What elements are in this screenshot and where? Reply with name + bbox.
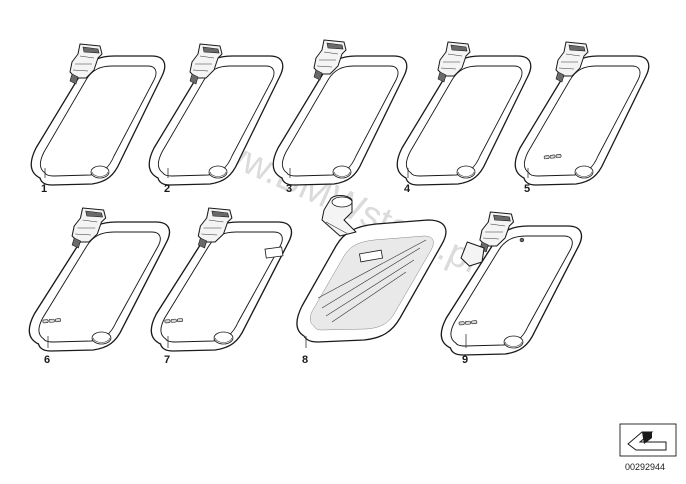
mirror-8: [296, 195, 447, 343]
mirror-6: [28, 207, 171, 352]
mirror-1: [30, 43, 166, 186]
callout-9: 9: [462, 354, 468, 366]
callout-2: 2: [164, 183, 170, 195]
callout-4: 4: [404, 183, 411, 195]
figure-number: 00292944: [625, 462, 665, 472]
mirror-7: [150, 207, 293, 352]
callout-8: 8: [302, 354, 308, 366]
angle-arrow-icon: [619, 423, 677, 457]
mirror-9: [440, 211, 583, 356]
callout-7: 7: [164, 354, 170, 366]
callout-6: 6: [44, 354, 50, 366]
mirror-5: [514, 41, 650, 186]
callout-5: 5: [524, 183, 530, 195]
callout-1: 1: [41, 183, 47, 195]
callout-3: 3: [286, 183, 292, 195]
mirror-4: [396, 41, 532, 186]
mirror-3: [272, 39, 408, 186]
